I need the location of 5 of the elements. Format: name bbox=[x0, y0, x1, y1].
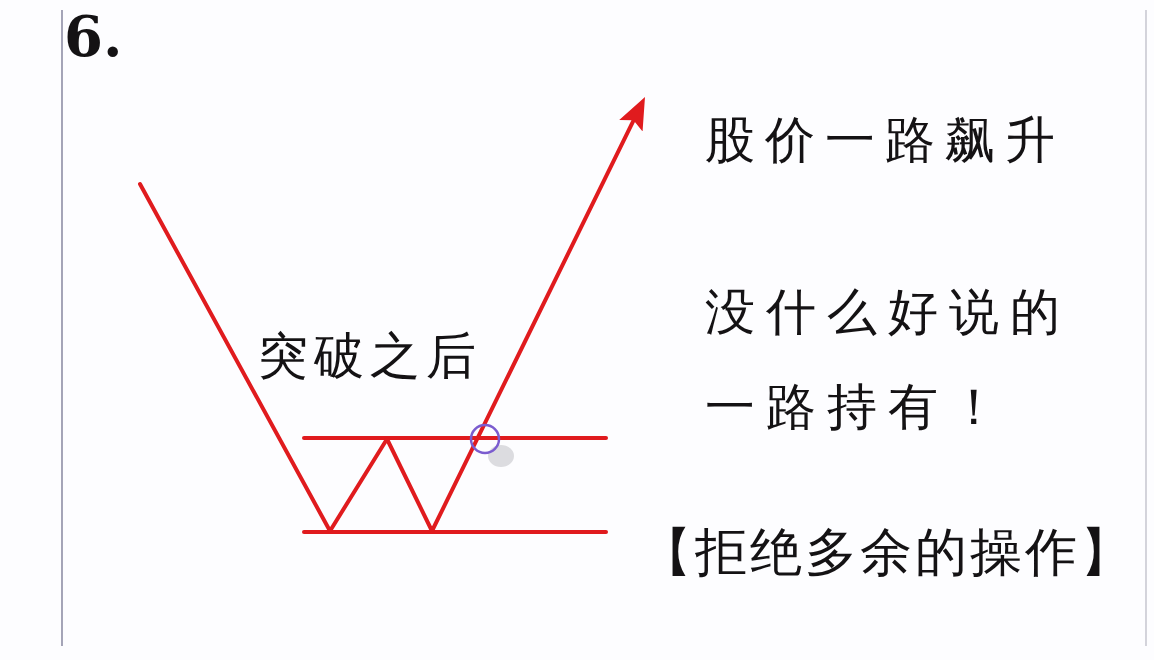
label-text: 股价一路飙升 bbox=[705, 115, 1065, 165]
label-text: 【拒绝多余的操作】 bbox=[640, 527, 1135, 579]
heading: 6. bbox=[64, 8, 123, 64]
label-text: 没什么好说的一路持有！ bbox=[705, 283, 1072, 437]
label-text: 突破之后 bbox=[258, 331, 482, 381]
